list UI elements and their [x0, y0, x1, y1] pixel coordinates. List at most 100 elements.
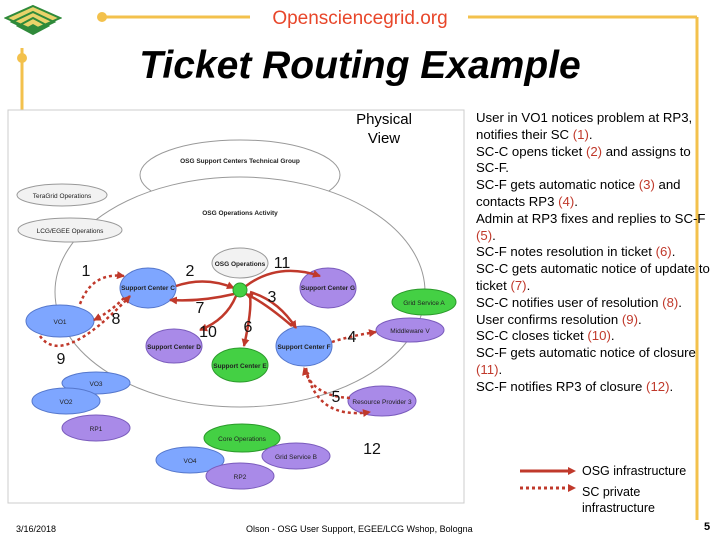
step-5-label: 5 [332, 389, 341, 406]
rp1-label: RP1 [90, 426, 103, 433]
step-reference: (1) [572, 126, 589, 142]
step-reference: (2) [585, 143, 603, 159]
description-text: SC-F gets automatic notice of closure [476, 345, 696, 361]
osg-ops-node [211, 247, 269, 279]
lcg-label: LCG/EGEE Operations [37, 228, 105, 235]
description-text: SC-F gets automatic notice [476, 177, 639, 193]
step-1-label: 1 [82, 263, 91, 280]
teragrid-node [16, 183, 108, 207]
grid-b-node [261, 442, 331, 470]
rp2-label: RP2 [234, 474, 247, 481]
operations-activity-label: OSG Operations Activity [202, 210, 278, 217]
step-10-label: 10 [199, 324, 217, 341]
step-reference: (12) [646, 378, 670, 394]
grid-b-label: Grid Service B [275, 454, 317, 461]
step-reference: (5) [476, 227, 493, 243]
legend-dotted-label: SC private infrastructure [582, 485, 655, 515]
description-text: User in VO1 notices problem at RP3, noti… [476, 110, 693, 142]
description-text: . [671, 244, 676, 260]
description-text: . [637, 311, 642, 327]
description-text: SC-C notifies user of resolution [476, 294, 663, 310]
arrow-5 [302, 367, 351, 400]
step-12-label: 12 [363, 441, 381, 458]
description-step-8: User confirms resolution (9). [476, 312, 714, 329]
core-ops-node [203, 423, 281, 453]
description-text: . [526, 277, 531, 293]
step-6-label: 6 [244, 319, 253, 336]
arrow-11 [245, 269, 321, 288]
legend-swatches [520, 467, 576, 492]
description-text: SC-C closes ticket [476, 328, 588, 344]
description-text: SC-F notifies RP3 of closure [476, 378, 647, 394]
description-step-7: SC-C notifies user of resolution (8). [476, 295, 714, 312]
description-text: . [588, 126, 593, 142]
teragrid-label: TeraGrid Operations [33, 193, 92, 200]
footer-center: Olson - OSG User Support, EGEE/LCG Wshop… [246, 524, 473, 534]
arrow-misc [241, 295, 252, 347]
description-text: User confirms resolution [476, 311, 622, 327]
rp3-node [347, 385, 417, 417]
osg-hub-icon [232, 282, 248, 298]
osg-ops-label: OSG Operations [215, 261, 266, 268]
sc-g-label: Support Center G [301, 285, 355, 292]
description-step-11: SC-F notifies RP3 of closure (12). [476, 379, 714, 396]
description-step-9: SC-C closes ticket (10). [476, 328, 714, 345]
description-text: . [498, 361, 503, 377]
description-step-2: SC-C opens ticket (2) and assigns to SC-… [476, 144, 714, 178]
description-step-10: SC-F gets automatic notice of closure (1… [476, 345, 714, 379]
sc-e-node [211, 347, 269, 383]
description-text: . [669, 378, 674, 394]
description-text: SC-C opens ticket [476, 143, 586, 159]
description-step-4: Admin at RP3 fixes and replies to SC-F (… [476, 211, 714, 245]
vo4-label: VO4 [183, 458, 196, 465]
arrow-4 [331, 329, 377, 344]
step-reference: (9) [621, 311, 638, 327]
description-step-3: SC-F gets automatic notice (3) and conta… [476, 177, 714, 211]
vo2-label: VO2 [59, 399, 72, 406]
step-reference: (4) [558, 193, 575, 209]
description-text: SC-C gets automatic notice of update to … [476, 261, 710, 293]
grid-a-node [391, 288, 457, 316]
description-text: Admin at RP3 fixes and replies to SC-F [476, 210, 706, 226]
vo4-node [155, 446, 225, 474]
description-text: SC-F notes resolution in ticket [476, 244, 656, 260]
page-number: 5 [704, 521, 711, 533]
vo1-node [25, 304, 95, 338]
step-11-label: 11 [274, 255, 291, 272]
physical-view-label: Physical View [356, 111, 412, 147]
arrow-8 [93, 297, 125, 322]
description-text: and contacts RP3 [476, 177, 681, 209]
description-text: . [574, 193, 578, 209]
step-reference: (11) [476, 361, 499, 377]
arrow-6 [245, 292, 293, 327]
step-4-label: 4 [348, 329, 357, 346]
arrow-7 [169, 292, 235, 305]
sc-d-node [145, 328, 203, 364]
arrow-12 [304, 367, 371, 417]
sc-d-label: Support Center D [147, 344, 201, 351]
vo1-label: VO1 [53, 319, 66, 326]
sc-c-label: Support Center C [121, 285, 175, 292]
sc-e-label: Support Center E [213, 363, 267, 370]
step-reference: (6) [655, 244, 672, 260]
lcg-node [17, 217, 123, 243]
routing-description: User in VO1 notices problem at RP3, noti… [476, 110, 714, 396]
middleware-label: Middleware V [390, 328, 430, 335]
rp3-label: Resource Provider 3 [352, 399, 412, 406]
arrow-10 [199, 295, 238, 332]
site-name: Opensciencegrid.org [272, 8, 448, 29]
step-reference: (8) [662, 294, 679, 310]
description-text: and assigns to SC-F. [476, 143, 691, 176]
step-reference: (10) [587, 328, 611, 344]
arrow-3 [249, 290, 298, 329]
step-2-label: 2 [186, 263, 195, 280]
support-centers-label: OSG Support Centers Technical Group [180, 158, 300, 165]
arrow-2 [175, 280, 235, 290]
sc-f-node [275, 325, 333, 367]
step-8-label: 8 [112, 311, 121, 328]
description-text: . [492, 227, 496, 243]
step-3-label: 3 [268, 289, 277, 306]
step-reference: (7) [510, 277, 527, 293]
sc-c-node [119, 267, 177, 309]
